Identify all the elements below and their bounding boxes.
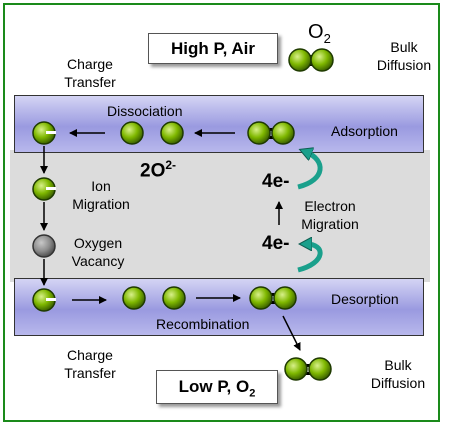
bulk-diffusion-top-label: Bulk Diffusion [366, 38, 442, 74]
high-pressure-label: High P, Air [170, 39, 256, 58]
bulk-diffusion-bottom-line1: Bulk [384, 357, 412, 373]
o2-molecule-top [288, 48, 334, 72]
bulk-region [10, 150, 430, 282]
o2-label: O2 [308, 21, 331, 46]
oxygen-vacancy-line2: Vacancy [71, 253, 125, 269]
top-surface-band [14, 95, 424, 153]
bottom-surface-band [14, 278, 424, 336]
high-pressure-box: High P, Air [148, 33, 278, 64]
adsorption-label: Adsorption [331, 123, 398, 139]
o2-molecule-bottom [284, 357, 332, 381]
low-pressure-subscript: 2 [249, 387, 256, 400]
o2-molecule-adsorbed [247, 121, 295, 145]
low-pressure-box: Low P, O2 [156, 370, 278, 404]
oxygen-atom [122, 286, 146, 310]
dissociation-label: Dissociation [107, 103, 183, 119]
bulk-diffusion-top-line1: Bulk [390, 39, 418, 55]
charge-transfer-top-line1: Charge [67, 56, 113, 72]
bulk-diffusion-bottom-line2: Diffusion [370, 375, 426, 391]
desorption-label: Desorption [331, 291, 399, 307]
charge-transfer-bottom-label: Charge Transfer [50, 346, 130, 382]
charge-transfer-bottom-line1: Charge [67, 347, 113, 363]
bulk-diffusion-top-line2: Diffusion [376, 57, 432, 73]
charge-transfer-top-line2: Transfer [64, 74, 116, 90]
oxygen-atom [160, 121, 184, 145]
diagram-frame [3, 3, 440, 422]
ion-charge: 2- [165, 158, 177, 172]
ion-formula-text: 2O [140, 160, 166, 182]
electron-migration-label: Electron Migration [290, 197, 370, 233]
arrow-bulk-diffusion-bottom [282, 315, 301, 351]
charge-transfer-bottom-line2: Transfer [64, 365, 116, 381]
ion-migration-label: Ion Migration [60, 177, 142, 213]
ion-migration-line1: Ion [91, 178, 111, 194]
oxygen-ion-top [32, 121, 56, 145]
o2-molecule-desorbing [249, 286, 297, 310]
electron-migration-line2: Migration [301, 216, 359, 232]
oxygen-ion-bottom [32, 288, 56, 312]
oxygen-ion-migrating [32, 177, 56, 201]
oxygen-vacancy [32, 234, 56, 258]
oxygen-atom [162, 286, 186, 310]
o2-label-main: O [308, 21, 324, 43]
curved-arrow-electron-bottom [297, 244, 323, 273]
oxygen-vacancy-label: Oxygen Vacancy [60, 234, 136, 270]
oxygen-vacancy-line1: Oxygen [73, 235, 123, 251]
electrons-top-label: 4e- [262, 171, 290, 192]
recombination-label: Recombination [156, 316, 250, 332]
low-pressure-label: Low P, O [178, 377, 250, 396]
ion-migration-line2: Migration [72, 196, 130, 212]
ion-formula: 2O2- [140, 158, 176, 182]
charge-transfer-top-label: Charge Transfer [50, 55, 130, 91]
oxygen-atom [120, 121, 144, 145]
electron-migration-line1: Electron [304, 198, 356, 214]
o2-label-sub: 2 [323, 31, 331, 46]
bulk-diffusion-bottom-label: Bulk Diffusion [360, 356, 436, 392]
electrons-bottom-label: 4e- [262, 233, 290, 254]
curved-arrow-electron-top [297, 152, 323, 190]
